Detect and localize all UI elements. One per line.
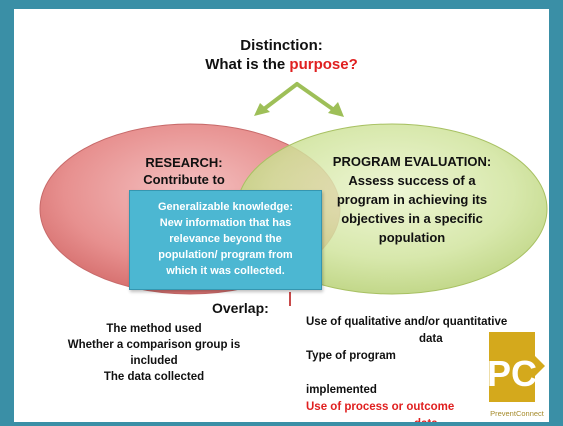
callout-line: New information that has xyxy=(159,217,292,229)
logo-arrow-icon xyxy=(535,356,545,376)
title-accent: purpose? xyxy=(289,56,358,73)
list-item: The data collected xyxy=(103,371,205,383)
callout-line: which it was collected. xyxy=(166,265,285,277)
title-line-1: Distinction: xyxy=(240,37,323,54)
callout-line: relevance beyond the xyxy=(169,233,282,245)
overlap-label: Overlap: xyxy=(212,300,269,316)
program-evaluation-text: PROGRAM EVALUATION: Assess success of a … xyxy=(312,152,512,247)
research-heading: RESEARCH: xyxy=(145,155,223,170)
arrowhead-right-icon xyxy=(328,102,344,117)
callout-line: Generalizable knowledge: xyxy=(157,201,294,213)
program-evaluation-line: population xyxy=(378,230,446,245)
overlap-right-list: Use of qualitative and/or quantitative d… xyxy=(306,314,544,422)
list-item: Use of process or outcome xyxy=(306,401,455,413)
list-item: Type of program xyxy=(306,350,396,362)
list-item: data xyxy=(419,333,443,345)
slide-title: Distinction: What is the purpose? xyxy=(14,36,549,74)
list-item: Whether a comparison group is xyxy=(67,339,241,351)
slide: Distinction: What is the purpose? RESEAR… xyxy=(14,9,549,422)
arrow-icon xyxy=(262,82,336,112)
research-line-2: Contribute to xyxy=(143,172,225,187)
program-evaluation-line: objectives in a specific xyxy=(341,211,483,226)
list-item: data xyxy=(306,416,544,422)
title-line-2-text: What is the xyxy=(205,56,290,73)
arrowhead-left-icon xyxy=(254,103,270,116)
overlap-left-list: The method used Whether a comparison gro… xyxy=(54,321,254,385)
program-evaluation-heading: PROGRAM EVALUATION: xyxy=(332,154,492,169)
title-line-2: What is the purpose? xyxy=(14,55,549,74)
logo-letters: PC xyxy=(487,353,537,394)
research-text: RESEARCH: Contribute to g xyxy=(114,154,254,205)
generalizable-knowledge-callout: Generalizable knowledge: New information… xyxy=(129,190,322,290)
list-item: The method used xyxy=(106,323,202,335)
list-item: included xyxy=(130,355,178,367)
list-item: Use of qualitative and/or quantitative xyxy=(306,316,508,328)
program-evaluation-line: Assess success of a xyxy=(348,173,476,188)
list-item-text: implemented xyxy=(306,384,377,396)
list-item: implemented xyxy=(306,365,544,399)
program-evaluation-line: program in achieving its xyxy=(336,192,488,207)
logo-block xyxy=(489,332,535,402)
logo-name: PreventConnect xyxy=(490,409,544,418)
callout-line: population/ program from xyxy=(158,249,293,261)
preventconnect-logo: PC xyxy=(487,330,545,422)
